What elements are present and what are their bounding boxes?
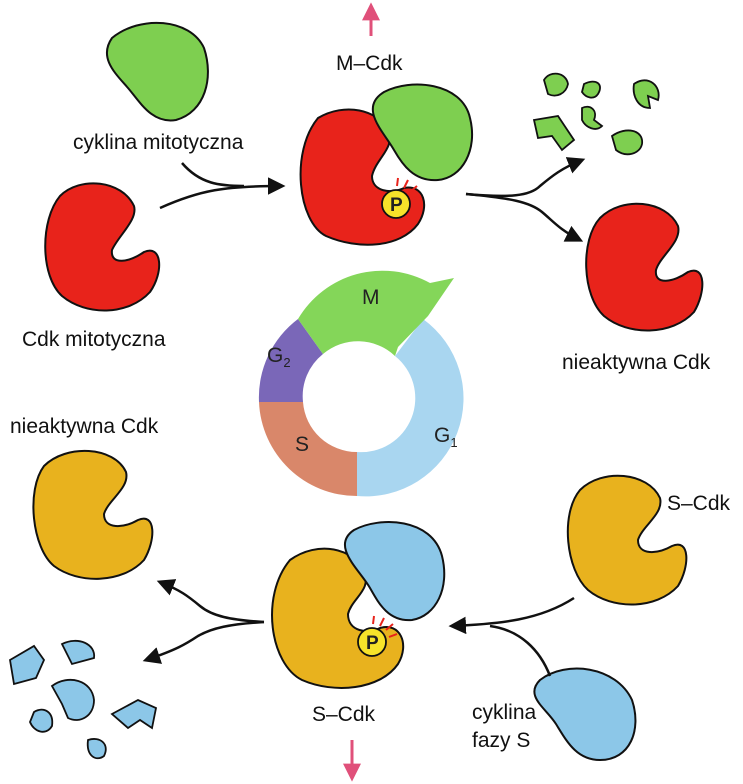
inactive-cdk-left-shape	[32, 449, 154, 580]
phase-g1-main: G	[434, 424, 450, 447]
phase-g1-segment	[357, 319, 464, 497]
m-cdk-cyclin-shape	[371, 83, 474, 182]
degraded-mitotic-cyclin	[532, 72, 660, 156]
mitotic-cyclin-shape	[105, 21, 209, 122]
m-cdk-split-down-arrow	[465, 192, 584, 242]
s-cdk-split-up-arrow	[156, 579, 265, 624]
s-cdk-right-shape	[566, 474, 688, 606]
s-cdk-right-label: S–Cdk	[667, 492, 731, 515]
inactive-cdk-right-shape	[585, 202, 704, 332]
cyclin-join-arrow	[181, 162, 245, 188]
s-cyclin-shape	[533, 667, 637, 762]
s-cyclin-label-line2: fazy S	[472, 729, 530, 752]
m-cdk-top-label: M–Cdk	[336, 52, 403, 75]
cell-cycle-ring	[258, 270, 464, 497]
inactive-cdk-right-label: nieaktywna Cdk	[562, 351, 711, 374]
mitotic-cdk-shape	[44, 182, 161, 312]
mitotic-cdk-label: Cdk mitotyczna	[22, 328, 166, 351]
phase-g1-label: G1	[434, 424, 458, 450]
phase-g1-sub: 1	[450, 435, 457, 450]
m-cdk-split-up-arrow	[465, 157, 586, 198]
phase-m-label: M	[362, 286, 380, 309]
m-cdk-phosphate-rays	[396, 177, 422, 200]
cdk-join-arrow	[159, 177, 286, 210]
s-cdk-join-from-cdk-arrow	[448, 596, 575, 635]
s-cdk-phosphate-rays	[372, 615, 398, 638]
phase-s-segment	[259, 402, 357, 496]
s-cdk-split-down-arrow	[142, 620, 265, 664]
phase-g2-sub: 2	[283, 355, 290, 370]
inactive-cdk-left-label: nieaktywna Cdk	[10, 415, 159, 438]
m-cdk-phosphate	[381, 189, 411, 219]
phase-g2-main: G	[267, 344, 283, 367]
s-cyclin-label-line1: cyklina	[472, 701, 537, 724]
phase-g2-segment	[258, 319, 323, 402]
s-cdk-cyclin-shape	[343, 521, 446, 622]
m-cdk-phosphate-label: P	[390, 195, 403, 216]
phase-s-label: S	[295, 433, 309, 456]
mitotic-cyclin-label: cyklina mitotyczna	[73, 131, 244, 154]
s-cdk-phosphate	[357, 627, 387, 657]
s-cdk-bottom-label: S–Cdk	[312, 703, 376, 726]
degraded-s-cyclin	[9, 639, 158, 760]
s-cdk-join-from-cyclin-arrow	[489, 624, 552, 677]
phase-g2-label: G2	[267, 344, 291, 370]
phase-m-segment	[298, 270, 454, 356]
s-cdk-phosphate-label: P	[366, 633, 379, 654]
